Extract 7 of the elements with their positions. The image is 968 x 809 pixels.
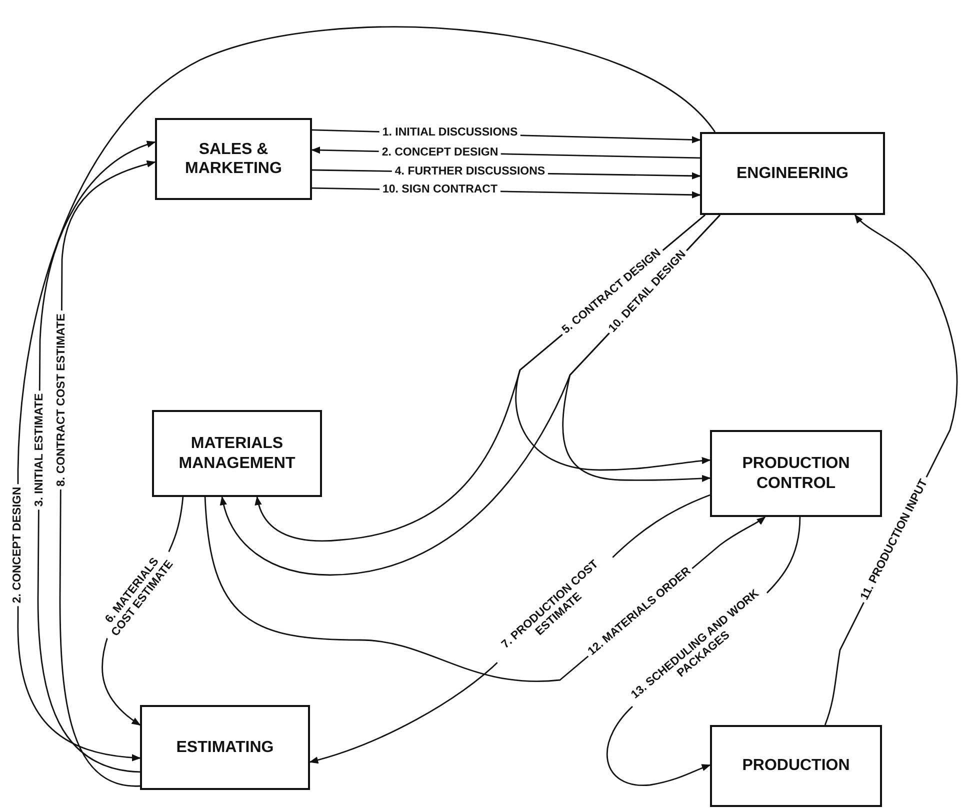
arrow <box>17 26 716 762</box>
process-box: MATERIALS MANAGEMENT <box>152 410 322 497</box>
process-box: ESTIMATING <box>140 705 310 790</box>
process-box: PRODUCTION CONTROL <box>710 430 882 517</box>
process-box: ENGINEERING <box>700 132 885 215</box>
process-box: PRODUCTION <box>710 725 882 807</box>
process-box: SALES & MARKETING <box>155 118 312 200</box>
